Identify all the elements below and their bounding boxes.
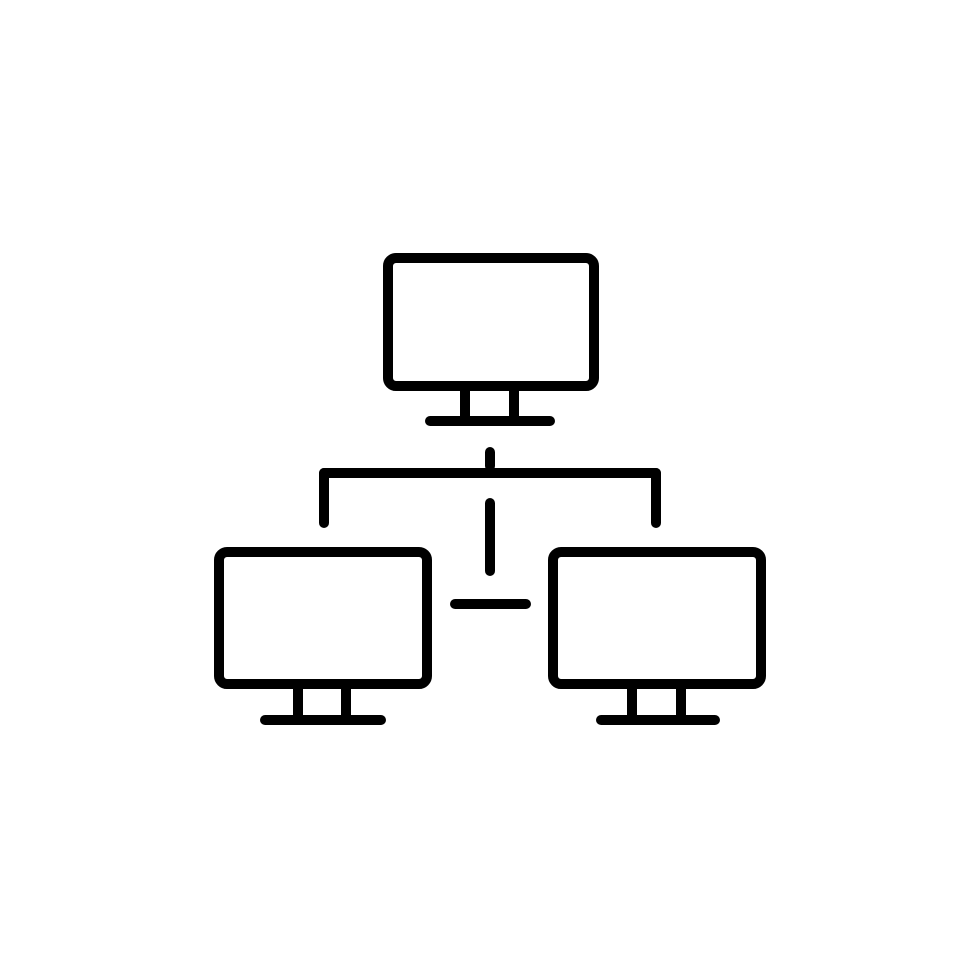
monitor-bottom-right-screen [548, 547, 766, 689]
connector-lines [319, 447, 661, 609]
monitor-top-icon [383, 253, 599, 426]
monitor-top-screen [383, 253, 599, 391]
monitor-bottom-left-screen [214, 547, 432, 689]
monitor-bottom-right-icon [548, 547, 766, 725]
monitor-bottom-left-icon [214, 547, 432, 725]
